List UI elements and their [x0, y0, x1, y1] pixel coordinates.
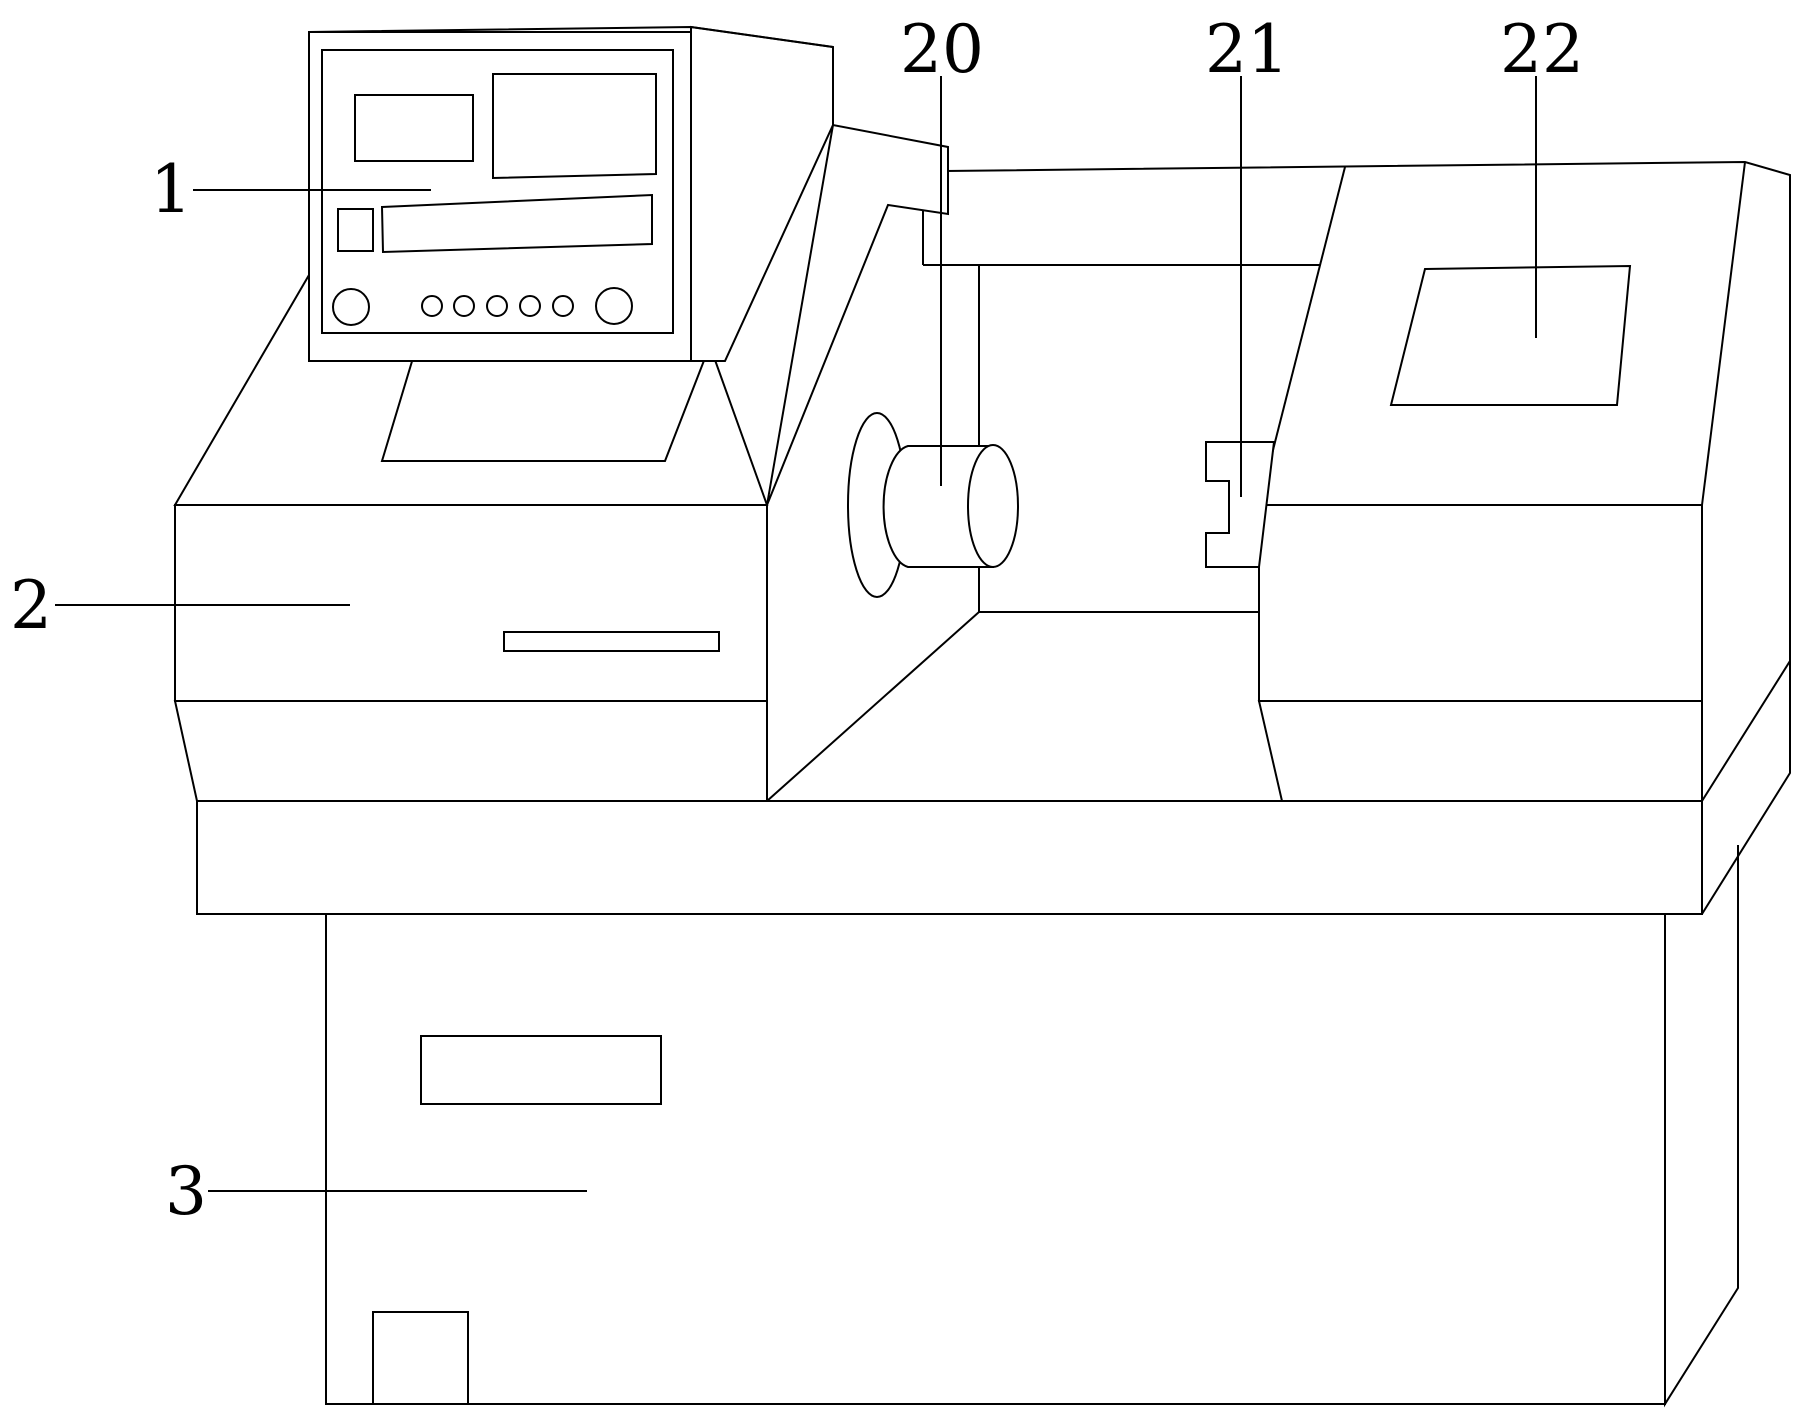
- panel-square-button: [337, 208, 374, 252]
- panel-button-3: [486, 295, 508, 317]
- enclosure-top-edge: [944, 160, 1791, 661]
- panel-knob-left: [332, 288, 370, 326]
- panel-button-5: [552, 295, 574, 317]
- bed-front: [196, 800, 1703, 915]
- headstock-slot: [503, 631, 720, 652]
- spindle-chuck: [847, 412, 1019, 598]
- tool-block: [1205, 441, 1276, 568]
- tool-block-body: [1205, 441, 1276, 568]
- machine-bed: [196, 657, 1791, 915]
- control-panel-top-edge: [308, 25, 834, 48]
- panel-display-large: [492, 73, 657, 180]
- right-housing-window: [1389, 264, 1632, 406]
- right-housing-lower: [1257, 700, 1703, 802]
- bed-side: [1701, 657, 1791, 915]
- enclosure-right-edge: [1701, 161, 1746, 506]
- base-cabinet: [325, 845, 1739, 1408]
- right-housing-upper: [1258, 504, 1703, 702]
- panel-button-2: [453, 295, 475, 317]
- cabinet-side: [1664, 845, 1739, 1408]
- right-housing: [1257, 264, 1703, 802]
- headstock-front-lower: [173, 700, 768, 802]
- cabinet-small-door: [372, 1311, 469, 1405]
- leader-lines: [55, 76, 1537, 1192]
- control-panel-bezel: [321, 49, 674, 334]
- label-22: 22: [1500, 11, 1584, 88]
- cabinet-nameplate: [420, 1035, 662, 1105]
- headstock-neck: [766, 123, 949, 506]
- inner-floor-slope: [766, 611, 980, 802]
- panel-button-4: [519, 295, 541, 317]
- chuck-face: [967, 444, 1019, 568]
- panel-button-1: [421, 295, 443, 317]
- headstock-front-upper: [174, 504, 768, 702]
- label-20: 20: [900, 11, 984, 88]
- panel-keypad-strip: [380, 193, 653, 254]
- label-21: 21: [1205, 11, 1289, 88]
- chuck-body: [882, 445, 994, 568]
- panel-knob-right: [595, 287, 633, 325]
- cabinet-front: [325, 913, 1666, 1405]
- control-panel: [308, 25, 834, 362]
- label-1: 1: [150, 151, 192, 228]
- panel-display-small: [354, 94, 474, 162]
- reference-labels: 1 2 3 20 21 22: [10, 11, 1584, 1230]
- label-2: 2: [10, 567, 52, 644]
- label-3: 3: [165, 1153, 207, 1230]
